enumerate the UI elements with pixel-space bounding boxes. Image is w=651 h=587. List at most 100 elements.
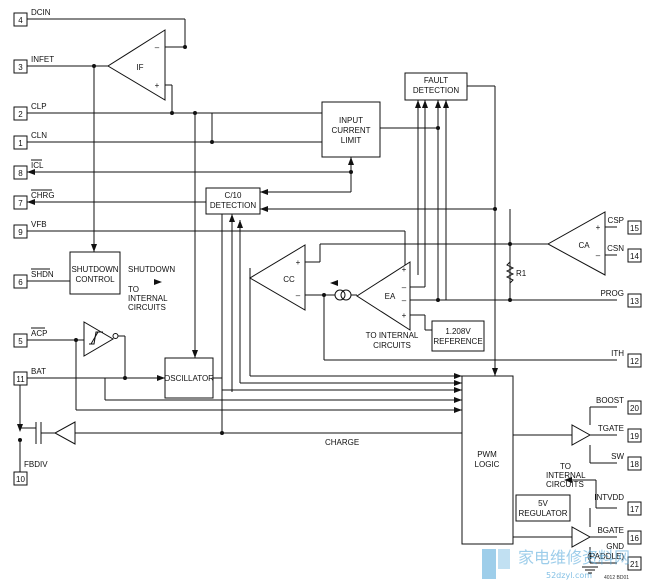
svg-text:C/10: C/10 — [225, 191, 242, 200]
svg-text:家电维修资料网: 家电维修资料网 — [518, 548, 630, 567]
svg-text:PROG: PROG — [600, 289, 624, 298]
pin-csp: 15 CSP — [608, 216, 642, 235]
svg-text:R1: R1 — [516, 269, 527, 278]
svg-text:ICL: ICL — [31, 161, 44, 170]
svg-text:DETECTION: DETECTION — [210, 201, 256, 210]
svg-text:INTERNAL: INTERNAL — [128, 294, 168, 303]
current-source-symbol — [334, 289, 352, 301]
svg-text:20: 20 — [630, 404, 639, 413]
svg-text:INTERNAL: INTERNAL — [546, 471, 586, 480]
svg-text:OSCILLATOR: OSCILLATOR — [164, 374, 214, 383]
svg-text:CIRCUITS: CIRCUITS — [546, 480, 584, 489]
svg-text:10: 10 — [16, 475, 25, 484]
regulator-block: 5V REGULATOR — [515, 494, 571, 522]
svg-text:4: 4 — [18, 16, 23, 25]
svg-text:52dzyl.com: 52dzyl.com — [546, 571, 592, 580]
bgate-driver — [571, 526, 592, 548]
right-pins: 15 CSP 14 CSN 13 PROG 12 ITH 20 BOOST 19… — [587, 216, 642, 571]
pin-dcin: 4 DCIN — [13, 8, 51, 27]
svg-text:BGATE: BGATE — [597, 526, 624, 535]
svg-text:SHDN: SHDN — [31, 270, 54, 279]
pwm-logic-block: PWM LOGIC — [461, 375, 514, 545]
svg-text:12: 12 — [630, 357, 639, 366]
svg-text:INPUT: INPUT — [339, 116, 363, 125]
svg-text:SHUTDOWN: SHUTDOWN — [71, 265, 118, 274]
svg-text:2: 2 — [18, 110, 23, 119]
fbdiv-mosfet — [17, 424, 23, 432]
svg-text:16: 16 — [630, 534, 639, 543]
svg-text:GND: GND — [606, 542, 624, 551]
svg-text:11: 11 — [16, 375, 25, 384]
pin-fbdiv: 10 FBDIV — [13, 460, 48, 486]
svg-text:FAULT: FAULT — [424, 76, 448, 85]
svg-text:18: 18 — [630, 460, 639, 469]
svg-text:REFERENCE: REFERENCE — [433, 337, 482, 346]
svg-text:1.208V: 1.208V — [445, 327, 471, 336]
ea-amplifier: EA + – – + — [356, 261, 411, 331]
ea-to-label: TO INTERNAL CIRCUITS — [366, 331, 419, 350]
svg-text:CC: CC — [283, 275, 295, 284]
svg-text:CSN: CSN — [607, 244, 624, 253]
reference-block: 1.208V REFERENCE — [431, 320, 485, 352]
svg-text:REGULATOR: REGULATOR — [518, 509, 567, 518]
svg-text:IF: IF — [136, 63, 143, 72]
svg-text:CIRCUITS: CIRCUITS — [373, 341, 411, 350]
svg-text:21: 21 — [630, 560, 639, 569]
pin-infet: 3 INFET — [13, 55, 54, 74]
svg-text:CLP: CLP — [31, 102, 47, 111]
pin-acp: 5 ACP — [13, 327, 47, 348]
svg-text:–: – — [402, 296, 407, 305]
svg-text:CONTROL: CONTROL — [75, 275, 115, 284]
svg-text:CSP: CSP — [608, 216, 624, 225]
svg-text:4012 BD01: 4012 BD01 — [604, 575, 629, 581]
pin-sw: 18 SW — [611, 452, 642, 471]
svg-text:8: 8 — [18, 169, 23, 178]
svg-text:–: – — [155, 43, 160, 52]
svg-text:SW: SW — [611, 452, 624, 461]
svg-text:CA: CA — [578, 241, 590, 250]
svg-text:LIMIT: LIMIT — [341, 136, 362, 145]
svg-text:TO INTERNAL: TO INTERNAL — [366, 331, 419, 340]
svg-text:19: 19 — [630, 432, 639, 441]
ca-amplifier: CA + – — [546, 211, 606, 276]
r1-resistor: R1 — [505, 261, 527, 284]
svg-text:+: + — [296, 258, 301, 267]
svg-text:7: 7 — [18, 199, 23, 208]
if-amplifier: IF – + — [107, 29, 166, 101]
svg-text:+: + — [402, 311, 407, 320]
svg-text:VFB: VFB — [31, 220, 47, 229]
pin-shdn: 6 SHDN — [13, 268, 54, 289]
svg-text:BAT: BAT — [31, 367, 46, 376]
svg-text:TGATE: TGATE — [598, 424, 624, 433]
input-current-limit-block: INPUT CURRENT LIMIT — [321, 101, 381, 158]
svg-text:ITH: ITH — [611, 349, 624, 358]
svg-text:CLN: CLN — [31, 131, 47, 140]
svg-text:ACP: ACP — [31, 329, 47, 338]
arrows — [27, 100, 572, 483]
svg-text:–: – — [402, 283, 407, 292]
svg-text:–: – — [596, 251, 601, 260]
pin-bgate: 16 BGATE — [597, 526, 642, 545]
svg-text:FBDIV: FBDIV — [24, 460, 48, 469]
pin-ith: 12 ITH — [611, 349, 642, 368]
oscillator-block: OSCILLATOR — [164, 357, 214, 399]
svg-text:13: 13 — [630, 297, 639, 306]
svg-text:BOOST: BOOST — [596, 396, 624, 405]
svg-text:CHRG: CHRG — [31, 191, 55, 200]
svg-text:DCIN: DCIN — [31, 8, 51, 17]
pin-prog: 13 PROG — [600, 289, 642, 308]
svg-text:EA: EA — [385, 292, 396, 301]
svg-text:(PADDLE): (PADDLE) — [587, 552, 624, 561]
junction-dots — [18, 45, 512, 442]
svg-text:INTVDD: INTVDD — [594, 493, 624, 502]
svg-text:CURRENT: CURRENT — [331, 126, 370, 135]
pin-icl: 8 ICL — [13, 159, 44, 180]
wiring — [19, 18, 617, 568]
shutdown-control-block: SHUTDOWN CONTROL — [69, 251, 121, 295]
pin-vfb: 9 VFB — [13, 220, 47, 239]
pin-boost: 20 BOOST — [596, 396, 642, 415]
svg-text:5V: 5V — [538, 499, 548, 508]
ground-symbol — [585, 569, 595, 574]
svg-text:CIRCUITS: CIRCUITS — [128, 303, 166, 312]
